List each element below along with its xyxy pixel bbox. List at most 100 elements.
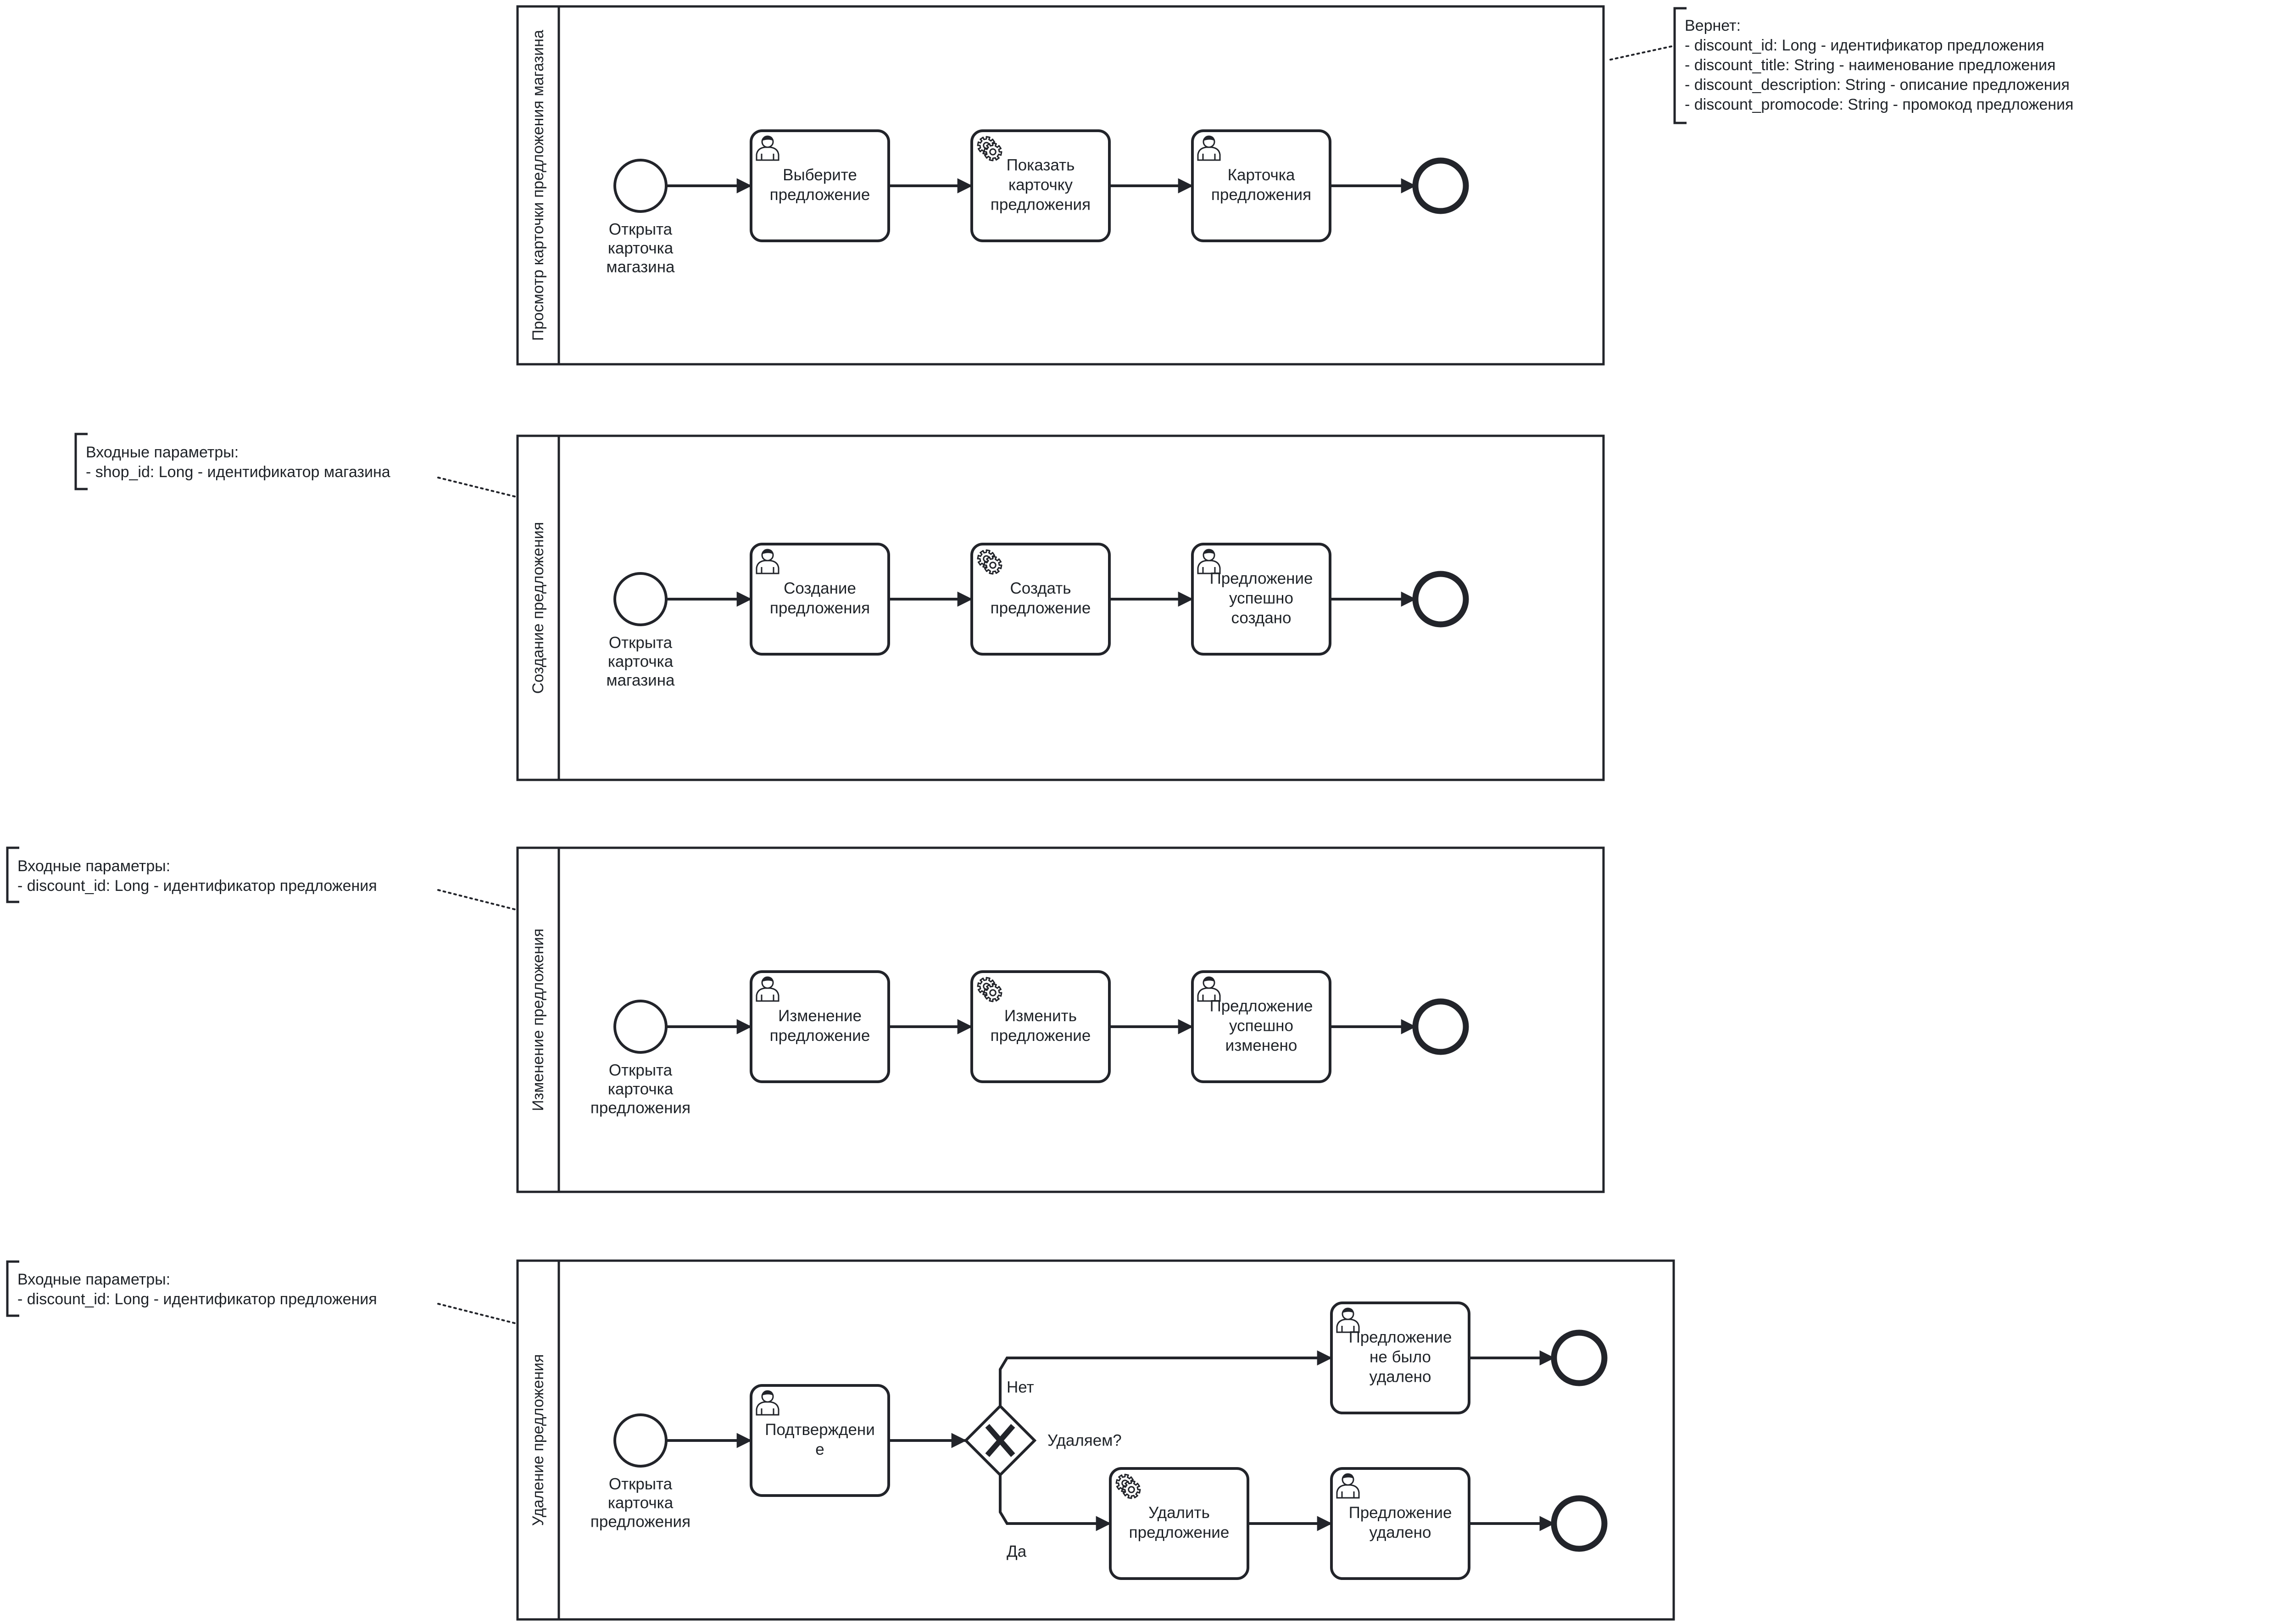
task-label: успешно [1229, 590, 1293, 607]
start-event-label: Открыта [609, 634, 673, 652]
text-annotation[interactable]: Входные параметры:- discount_id: Long - … [6, 1260, 517, 1324]
end-event-circle [1551, 1329, 1608, 1386]
task-label: Удалить [1148, 1504, 1210, 1522]
start-event-label: карточка [608, 653, 674, 671]
task-label: карточку [1008, 176, 1073, 194]
exclusive-gateway-x-icon[interactable] [963, 1404, 1037, 1477]
sequence-flow[interactable] [999, 1350, 1332, 1406]
gear-icon [977, 549, 1002, 575]
end-event-circle [1412, 998, 1469, 1055]
annotation-line: - discount_title: String - наименование … [1685, 56, 2055, 74]
gear-icon [977, 977, 1002, 1002]
flow-label-yes: Да [1007, 1543, 1027, 1561]
end-event[interactable] [1551, 1329, 1608, 1386]
task-label: предложения [770, 599, 870, 617]
sequence-flow[interactable] [999, 1475, 1111, 1531]
task-3-3[interactable]: Предложение успешно изменено [1191, 970, 1331, 1083]
start-event-label: магазина [607, 258, 675, 276]
end-event[interactable] [1412, 157, 1469, 214]
task-2-3[interactable]: Предложение успешно создано [1191, 543, 1331, 656]
association-line [1609, 45, 1675, 61]
end-event[interactable] [1551, 1495, 1608, 1552]
task-label: Предложение [1349, 1329, 1452, 1346]
start-event-label: карточка [608, 1494, 674, 1512]
task-label: Изменить [1004, 1007, 1077, 1025]
annotation-line: - discount_promocode: String - промокод … [1685, 96, 2073, 113]
task-label: успешно [1229, 1017, 1293, 1035]
annotation-bracket [1673, 7, 1687, 124]
start-event-label: Открыта [609, 1062, 673, 1079]
end-event-circle [1551, 1495, 1608, 1552]
end-event-circle [1412, 157, 1469, 214]
task-label: изменено [1225, 1037, 1297, 1055]
task-label: Подтверждени [765, 1421, 875, 1439]
gear-icon [1115, 1474, 1141, 1499]
text-annotation[interactable]: Входные параметры:- discount_id: Long - … [6, 846, 517, 911]
user-icon [1336, 1307, 1360, 1333]
start-event-label: Открыта [609, 221, 673, 239]
pool-title: Удаление предложения [529, 1354, 547, 1526]
annotation-line: - shop_id: Long - идентификатор магазина [86, 463, 390, 481]
annotation-bracket [6, 846, 19, 903]
text-annotation[interactable]: Вернет:- discount_id: Long - идентификат… [1609, 7, 2073, 124]
user-icon [756, 1390, 780, 1416]
task-1-2[interactable]: Показать карточку предложения [970, 129, 1111, 242]
task-3-1[interactable]: Изменение предложение [750, 970, 890, 1083]
task-3-2[interactable]: Изменить предложение [970, 970, 1111, 1083]
start-event-label: карточка [608, 239, 674, 257]
task-label: предложение [770, 1027, 870, 1045]
start-event-circle [613, 159, 668, 213]
task-label: создано [1231, 609, 1292, 627]
association-line [437, 1303, 517, 1324]
task-label: не было [1370, 1348, 1431, 1366]
annotation-bracket [74, 433, 88, 490]
task-label: Предложение [1210, 570, 1313, 588]
start-event-label: карточка [608, 1080, 674, 1098]
task-not-deleted[interactable]: Предложение не было удалено [1330, 1301, 1470, 1414]
start-event-circle [613, 1000, 668, 1054]
task-label: Выберите [783, 166, 857, 184]
association-line [437, 889, 517, 911]
annotation-line: Вернет: [1685, 17, 1741, 34]
task-label: Создание [784, 579, 856, 597]
start-event-label: магазина [607, 672, 675, 690]
text-annotation[interactable]: Входные параметры: - shop_id: Long - иден… [74, 433, 517, 498]
gateway-x-mark [985, 1424, 1015, 1457]
task-label: предложение [991, 1027, 1091, 1045]
task-2-1[interactable]: Создание предложения [750, 543, 890, 656]
start-event-label: Открыта [609, 1475, 673, 1493]
annotation-line: - discount_id: Long - идентификатор пред… [17, 1290, 377, 1308]
annotation-bracket [6, 1260, 19, 1317]
end-event[interactable] [1412, 998, 1469, 1055]
user-icon [756, 549, 780, 574]
task-label: Предложение [1210, 997, 1313, 1015]
association-line [437, 477, 517, 498]
task-label: удалено [1370, 1368, 1431, 1386]
task-label: Карточка [1228, 166, 1295, 184]
task-label: предложения [991, 196, 1091, 214]
annotation-line: - discount_description: String - описани… [1685, 76, 2070, 94]
pool-title: Создание предложения [529, 522, 547, 694]
task-deleted[interactable]: Предложение удалено [1330, 1467, 1470, 1580]
annotation-line: Входные параметры: [86, 444, 239, 461]
task-label: удалено [1370, 1524, 1431, 1541]
user-icon [756, 976, 780, 1002]
pool-title: Просмотр карточки предложения магазина [529, 30, 547, 341]
task-label: Изменение [778, 1007, 862, 1025]
task-label: Показать [1007, 156, 1075, 174]
task-label: предложение [991, 599, 1091, 617]
gateway-label: Удаляем? [1047, 1432, 1122, 1450]
task-label: Предложение [1349, 1504, 1452, 1522]
start-event-label: предложения [590, 1513, 690, 1531]
end-event[interactable] [1412, 571, 1469, 628]
